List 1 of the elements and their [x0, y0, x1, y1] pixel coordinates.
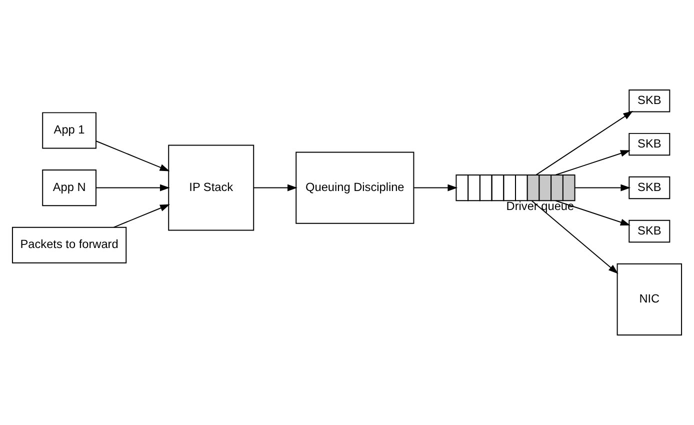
node-label: Driver queue — [506, 199, 574, 214]
